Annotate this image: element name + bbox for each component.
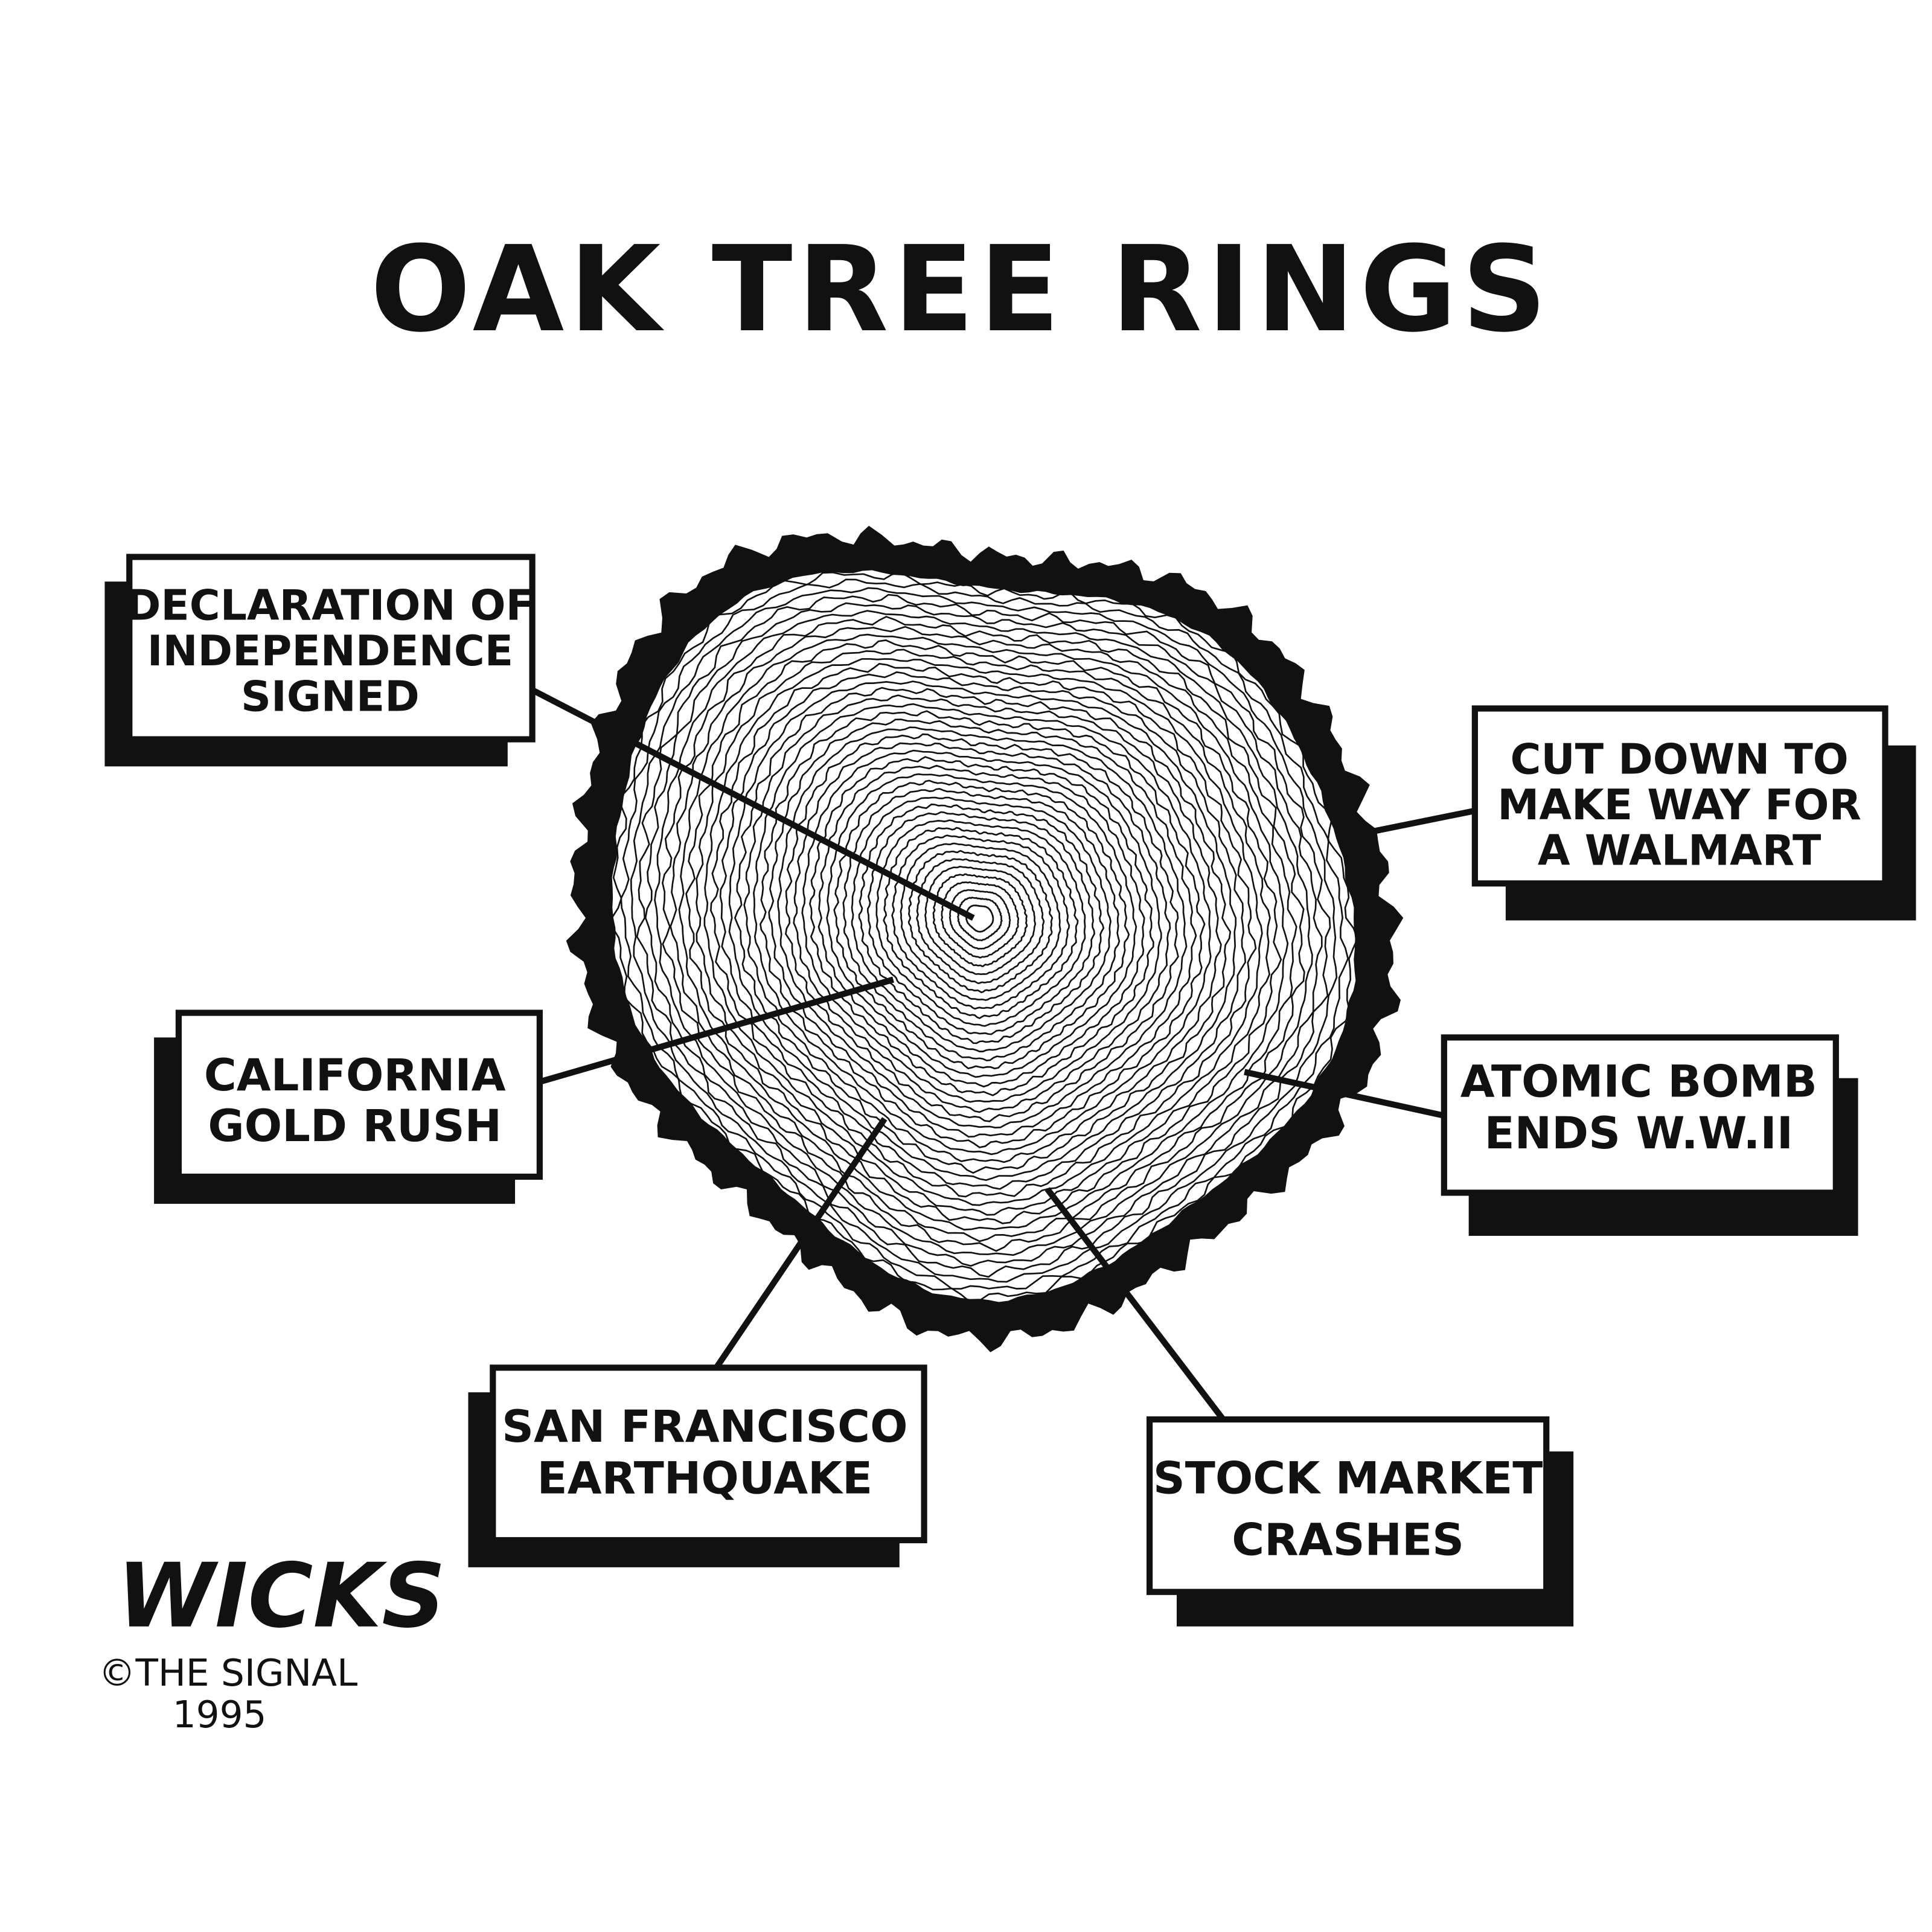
leader-line-walmart bbox=[1364, 807, 1476, 836]
label-declaration: DECLARATION OF INDEPENDENCE SIGNED bbox=[104, 554, 536, 767]
leader-line-atomic bbox=[1244, 1069, 1442, 1118]
tree-ring bbox=[685, 639, 1282, 1224]
tree-ring bbox=[654, 610, 1313, 1256]
tree-ring bbox=[785, 733, 1179, 1122]
tree-stump bbox=[566, 525, 1404, 1352]
leader-line-declaration bbox=[531, 687, 975, 921]
label-line: EARTHQUAKE bbox=[537, 1453, 873, 1504]
tree-ring bbox=[858, 803, 1105, 1044]
tree-ring bbox=[924, 866, 1037, 976]
label-line: STOCK MARKET bbox=[1153, 1453, 1543, 1504]
tree-ring bbox=[710, 662, 1257, 1198]
tree-ring bbox=[644, 602, 1323, 1267]
label-line: GOLD RUSH bbox=[208, 1101, 502, 1152]
tree-ring bbox=[891, 834, 1070, 1010]
tree-ring bbox=[916, 858, 1045, 984]
tree-ring bbox=[696, 648, 1271, 1216]
tree-ring bbox=[768, 718, 1197, 1138]
label-atomic: ATOMIC BOMB ENDS W.W.II bbox=[1441, 1034, 1858, 1236]
tree-ring bbox=[883, 827, 1079, 1020]
tree-ring bbox=[777, 726, 1188, 1129]
credit-publication: ©THE SIGNAL bbox=[98, 1652, 357, 1695]
tree-ring bbox=[867, 811, 1096, 1035]
leader-line-gold-rush bbox=[539, 976, 895, 1085]
tree-rings bbox=[611, 571, 1358, 1303]
tree-ring bbox=[728, 680, 1237, 1182]
label-gold-rush: CALIFORNIA GOLD RUSH bbox=[154, 1009, 543, 1204]
label-line: CALIFORNIA bbox=[204, 1050, 506, 1101]
tree-ring bbox=[851, 796, 1112, 1052]
label-stock: STOCK MARKET CRASHES bbox=[1146, 1416, 1574, 1627]
tree-ring bbox=[743, 694, 1222, 1163]
tree-ring bbox=[670, 625, 1297, 1243]
leader-line-stock bbox=[1044, 1187, 1229, 1425]
tree-ring bbox=[948, 889, 1011, 950]
tree-ring bbox=[941, 881, 1020, 959]
label-line: A WALMART bbox=[1538, 827, 1822, 875]
credit-year: 1995 bbox=[173, 1694, 267, 1736]
tree-ring bbox=[678, 633, 1289, 1231]
tree-ring bbox=[965, 904, 994, 933]
leader-line-earthquake bbox=[709, 1117, 888, 1376]
tree-ring bbox=[719, 671, 1247, 1190]
tree-ring bbox=[734, 686, 1232, 1174]
tree-ring bbox=[907, 849, 1054, 994]
label-earthquake: SAN FRANCISCO EARTHQUAKE bbox=[468, 1364, 927, 1567]
label-walmart: CUT DOWN TO MAKE WAY FOR A WALMART bbox=[1471, 705, 1916, 921]
label-line: ATOMIC BOMB bbox=[1460, 1056, 1817, 1107]
label-line: ENDS W.W.II bbox=[1484, 1108, 1793, 1159]
tree-ring bbox=[826, 773, 1137, 1078]
tree-ring bbox=[875, 819, 1086, 1027]
label-line: DECLARATION OF bbox=[126, 582, 534, 630]
tree-ring bbox=[842, 788, 1121, 1061]
label-line: CRASHES bbox=[1232, 1515, 1464, 1566]
label-line: SAN FRANCISCO bbox=[502, 1401, 907, 1453]
artist-signature: WICKS bbox=[117, 1544, 446, 1648]
tree-ring bbox=[753, 703, 1212, 1156]
tree-ring bbox=[932, 873, 1028, 967]
leader-lines bbox=[531, 687, 1476, 1425]
label-line: MAKE WAY FOR bbox=[1497, 781, 1861, 830]
tree-ring bbox=[801, 749, 1162, 1103]
tree-ring bbox=[611, 571, 1358, 1303]
tree-ring bbox=[793, 742, 1171, 1113]
tree-ring bbox=[661, 615, 1305, 1252]
tree-ring bbox=[809, 756, 1154, 1096]
label-line: INDEPENDENCE bbox=[147, 627, 514, 676]
tree-ring bbox=[833, 779, 1130, 1070]
tree-ring bbox=[620, 578, 1349, 1290]
tree-ring bbox=[703, 658, 1263, 1206]
tree-ring bbox=[630, 587, 1338, 1283]
tree-ring bbox=[817, 764, 1145, 1088]
tree-ring bbox=[759, 710, 1206, 1148]
tree-ring bbox=[900, 842, 1061, 1001]
cartoon-title: OAK TREE RINGS bbox=[370, 221, 1552, 359]
label-line: CUT DOWN TO bbox=[1510, 736, 1848, 784]
label-line: SIGNED bbox=[241, 673, 420, 721]
tree-ring bbox=[957, 897, 1003, 942]
tree-ring bbox=[636, 593, 1331, 1278]
